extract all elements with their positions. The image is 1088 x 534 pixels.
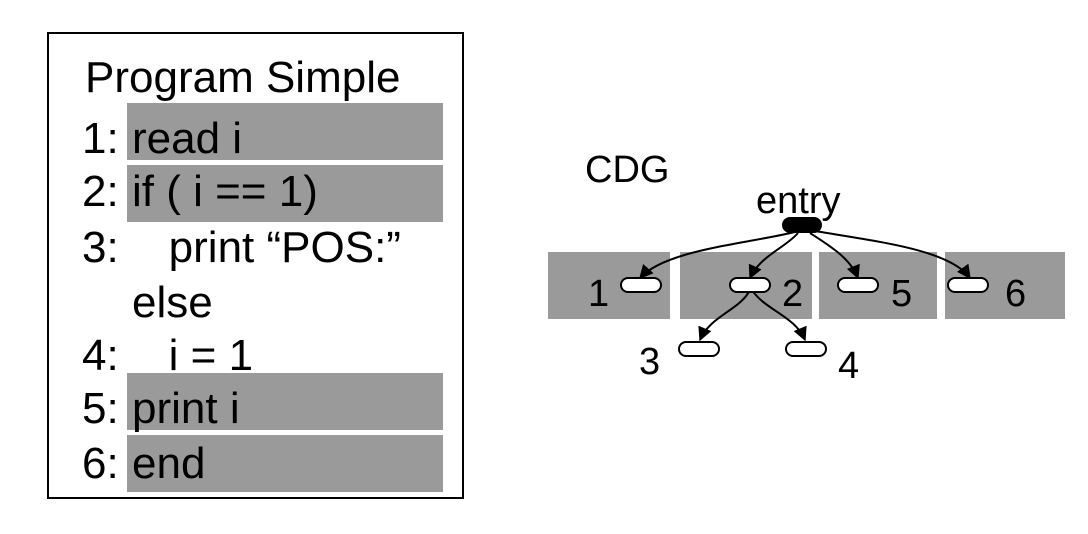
node-label-2: 2 xyxy=(782,273,803,315)
highlight-line-6 xyxy=(127,435,443,492)
cdg-node-entry xyxy=(782,217,822,233)
code-line: end xyxy=(132,439,206,488)
code-line: print “POS:” xyxy=(132,223,401,272)
edge-2-4 xyxy=(751,289,807,342)
cdg-label: CDG xyxy=(585,149,669,191)
node-label-3: 3 xyxy=(639,341,660,383)
node-label-4: 4 xyxy=(838,345,859,387)
cdg-node-3 xyxy=(678,341,720,357)
cdg-node-1 xyxy=(620,277,662,293)
line-number: 1: xyxy=(82,114,119,163)
cdg-node-4 xyxy=(785,341,827,357)
edge-entry-6 xyxy=(814,230,971,280)
line-number: 2: xyxy=(82,167,119,216)
edge-entry-2 xyxy=(748,232,799,280)
highlight-line-1 xyxy=(127,103,443,160)
cdg-node-6 xyxy=(947,277,989,293)
program-box xyxy=(47,32,464,499)
edge-entry-5 xyxy=(809,232,860,280)
edge-2-3 xyxy=(698,289,751,342)
edge-entry-1 xyxy=(639,231,796,280)
cdg-node-5 xyxy=(837,277,879,293)
node-label-6: 6 xyxy=(1005,273,1026,315)
entry-label: entry xyxy=(756,180,840,222)
code-line: if ( i == 1) xyxy=(132,167,318,216)
line-number: 4: xyxy=(82,331,119,380)
line-number: 6: xyxy=(82,439,119,488)
node-label-5: 5 xyxy=(891,273,912,315)
highlight-line-2 xyxy=(127,165,443,222)
line-number: 3: xyxy=(82,223,119,272)
code-line: i = 1 xyxy=(132,331,254,380)
highlight-line-5 xyxy=(127,373,443,430)
cdg-node-2 xyxy=(729,277,771,293)
code-line: else xyxy=(132,278,213,327)
code-line: read i xyxy=(132,114,243,163)
program-title: Program Simple xyxy=(85,53,401,102)
line-number: 5: xyxy=(82,384,119,433)
node-label-1: 1 xyxy=(588,273,609,315)
code-line: print i xyxy=(132,384,240,433)
